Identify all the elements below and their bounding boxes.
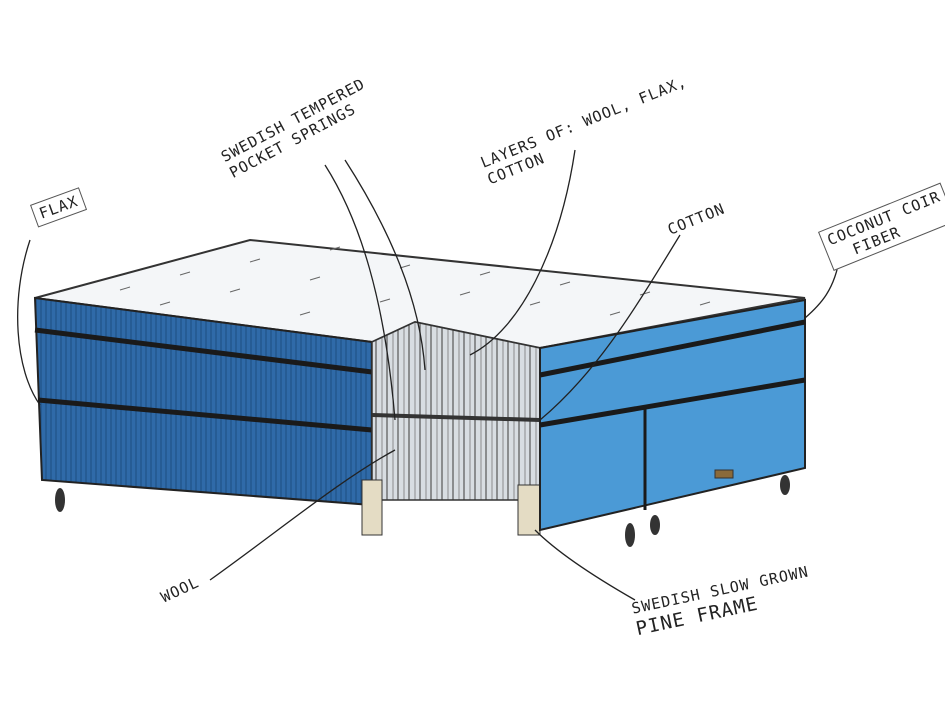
right-front-face — [539, 298, 806, 532]
pine-frame-right — [517, 484, 541, 536]
pine-frame-left — [361, 479, 383, 536]
legs — [55, 475, 790, 547]
tufting — [119, 246, 711, 316]
spring-cutaway — [371, 321, 541, 501]
